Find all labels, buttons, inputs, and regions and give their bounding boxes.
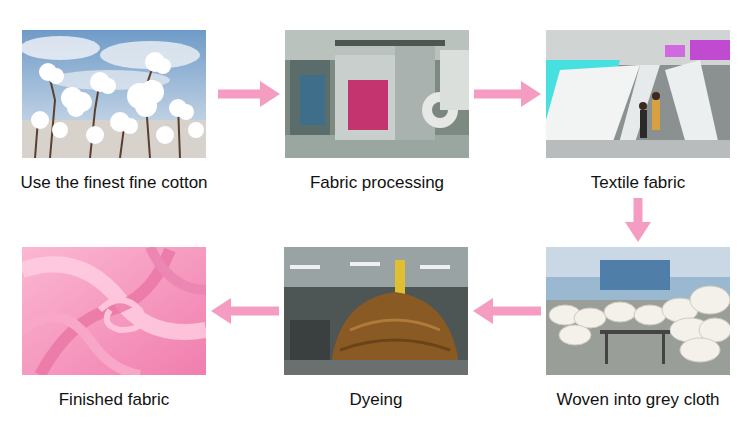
arrow-head (625, 222, 651, 242)
step-caption: Finished fabric (22, 390, 206, 410)
arrow-head (260, 81, 280, 107)
process-step: Finished fabric (22, 247, 206, 410)
step-caption: Woven into grey cloth (546, 390, 730, 410)
dyeing-photo (284, 247, 468, 375)
step-caption: Use the finest fine cotton (15, 173, 213, 193)
cotton-photo (22, 30, 206, 158)
weaving-hall-photo (546, 30, 730, 158)
flow-arrow (218, 81, 280, 107)
arrow-head (211, 298, 231, 324)
arrow-shaft (229, 307, 279, 316)
arrow-head (521, 81, 541, 107)
step-caption: Dyeing (284, 390, 468, 410)
flow-arrow (473, 298, 541, 324)
arrow-head (473, 298, 493, 324)
process-step: Textile fabric (546, 30, 730, 193)
arrow-shaft (491, 307, 541, 316)
flow-arrow (211, 298, 279, 324)
grey-cloth-photo (546, 247, 730, 375)
process-step: Use the finest fine cotton (15, 30, 213, 193)
factory-photo (285, 30, 469, 158)
process-step: Woven into grey cloth (546, 247, 730, 410)
flow-arrow (474, 81, 541, 107)
process-step: Fabric processing (285, 30, 469, 193)
step-caption: Textile fabric (546, 173, 730, 193)
step-caption: Fabric processing (285, 173, 469, 193)
arrow-shaft (218, 90, 262, 99)
arrow-shaft (474, 90, 523, 99)
process-step: Dyeing (284, 247, 468, 410)
arrow-shaft (634, 198, 643, 224)
flow-arrow (625, 198, 651, 242)
pink-fabric-photo (22, 247, 206, 375)
